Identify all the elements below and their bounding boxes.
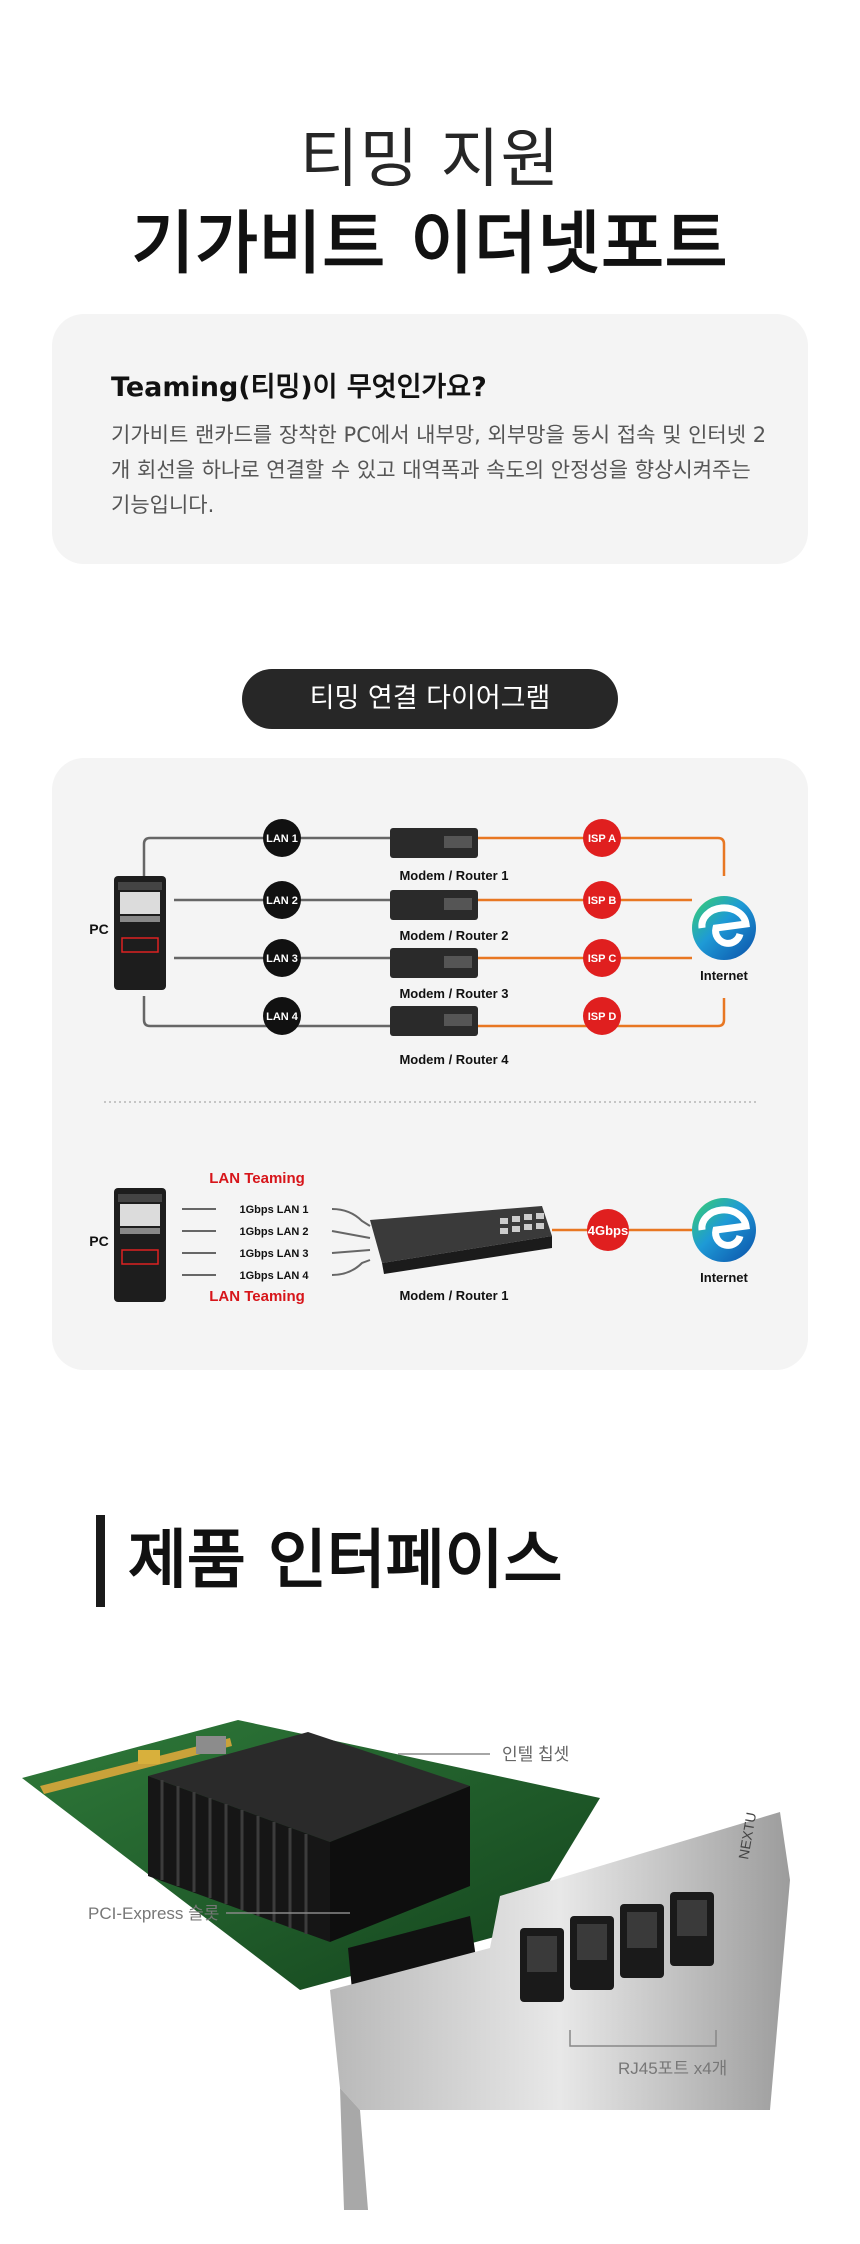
router-label: Modem / Router 4: [399, 1052, 509, 1067]
teaming-lan-label: 1Gbps LAN 2: [239, 1226, 308, 1238]
teaming-lan-label: 1Gbps LAN 3: [239, 1248, 308, 1260]
teaming-router-label: Modem / Router 1: [399, 1288, 508, 1303]
teaming-lan-label: 1Gbps LAN 4: [239, 1270, 309, 1282]
rj45-ports: [520, 1892, 714, 2002]
callout-bracket-ports: [569, 2030, 717, 2047]
bottom-internet-label: Internet: [700, 1270, 748, 1285]
faq-question: Teaming(티밍)이 무엇인가요?: [111, 372, 487, 403]
callout-slot-label: PCI-Express 슬롯: [88, 1904, 219, 1923]
isp-badge: [583, 881, 621, 919]
teaming-label-bottom: LAN Teaming: [209, 1288, 305, 1305]
pcie-slot: [348, 1916, 476, 1990]
lan-badge-label: LAN 1: [266, 833, 298, 845]
isp-badge-label: ISP A: [588, 833, 616, 845]
edge-contacts: [40, 1738, 232, 1794]
isp-badge: [583, 997, 621, 1035]
heatsink: [148, 1732, 470, 1942]
router-icon: [390, 828, 478, 1036]
teaming-lan-label: 1Gbps LAN 1: [239, 1204, 308, 1216]
hero-title: 기가비트 이더넷포트: [131, 205, 729, 284]
pc-tower-icon: [114, 876, 166, 990]
diagram-pill-label: 티밍 연결 다이어그램: [242, 669, 618, 729]
callout-ports-label: RJ45포트 x4개: [618, 2059, 727, 2078]
hero-subtitle: 티밍 지원: [299, 123, 561, 197]
pc-tower-icon: [114, 1188, 166, 1302]
router-label: Modem / Router 1: [399, 868, 508, 883]
router-icon: [370, 1206, 552, 1274]
top-pc-label: PC: [89, 921, 108, 937]
teaming-label-top: LAN Teaming: [209, 1170, 305, 1187]
faq-card: Teaming(티밍)이 무엇인가요? 기가비트 랜카드를 장착한 PC에서 내…: [52, 314, 808, 564]
top-internet-label: Internet: [700, 968, 748, 983]
internet-browser-icon: [692, 896, 756, 960]
speed-badge-label: 4Gbps: [588, 1223, 628, 1238]
router-label: Modem / Router 3: [399, 986, 508, 1001]
lan-badge: [263, 997, 301, 1035]
bottom-pc-label: PC: [89, 1233, 108, 1249]
isp-badge-label: ISP D: [588, 1011, 617, 1023]
product-image: NEXTU 인텔 칩셋 PCI-Express 슬롯 RJ45포트 x4개: [0, 1690, 860, 2210]
isp-badge-label: ISP C: [588, 953, 617, 965]
lan-badge: [263, 819, 301, 857]
speed-badge: [587, 1209, 629, 1251]
chip: [196, 1736, 226, 1754]
callout-chip-label: 인텔 칩셋: [502, 1745, 569, 1764]
isp-badge: [583, 939, 621, 977]
isp-badge: [583, 819, 621, 857]
lan-badge: [263, 939, 301, 977]
faq-answer: 기가비트 랜카드를 장착한 PC에서 내부망, 외부망을 동시 접속 및 인터넷…: [111, 423, 767, 517]
isp-badge-label: ISP B: [588, 895, 617, 907]
internet-browser-icon: [692, 1198, 756, 1262]
chip: [138, 1750, 160, 1764]
router-label: Modem / Router 2: [399, 928, 508, 943]
section-title-bar: [96, 1515, 105, 1607]
lan-badge-label: LAN 3: [266, 953, 298, 965]
lan-badge-label: LAN 4: [266, 1011, 299, 1023]
lan-badge: [263, 881, 301, 919]
section-title: 제품 인터페이스: [128, 1524, 563, 1598]
lan-badge-label: LAN 2: [266, 895, 298, 907]
teaming-diagram: PC LAN 1 LAN 2 LAN 3 LAN 4 Modem / Route…: [52, 758, 808, 1370]
